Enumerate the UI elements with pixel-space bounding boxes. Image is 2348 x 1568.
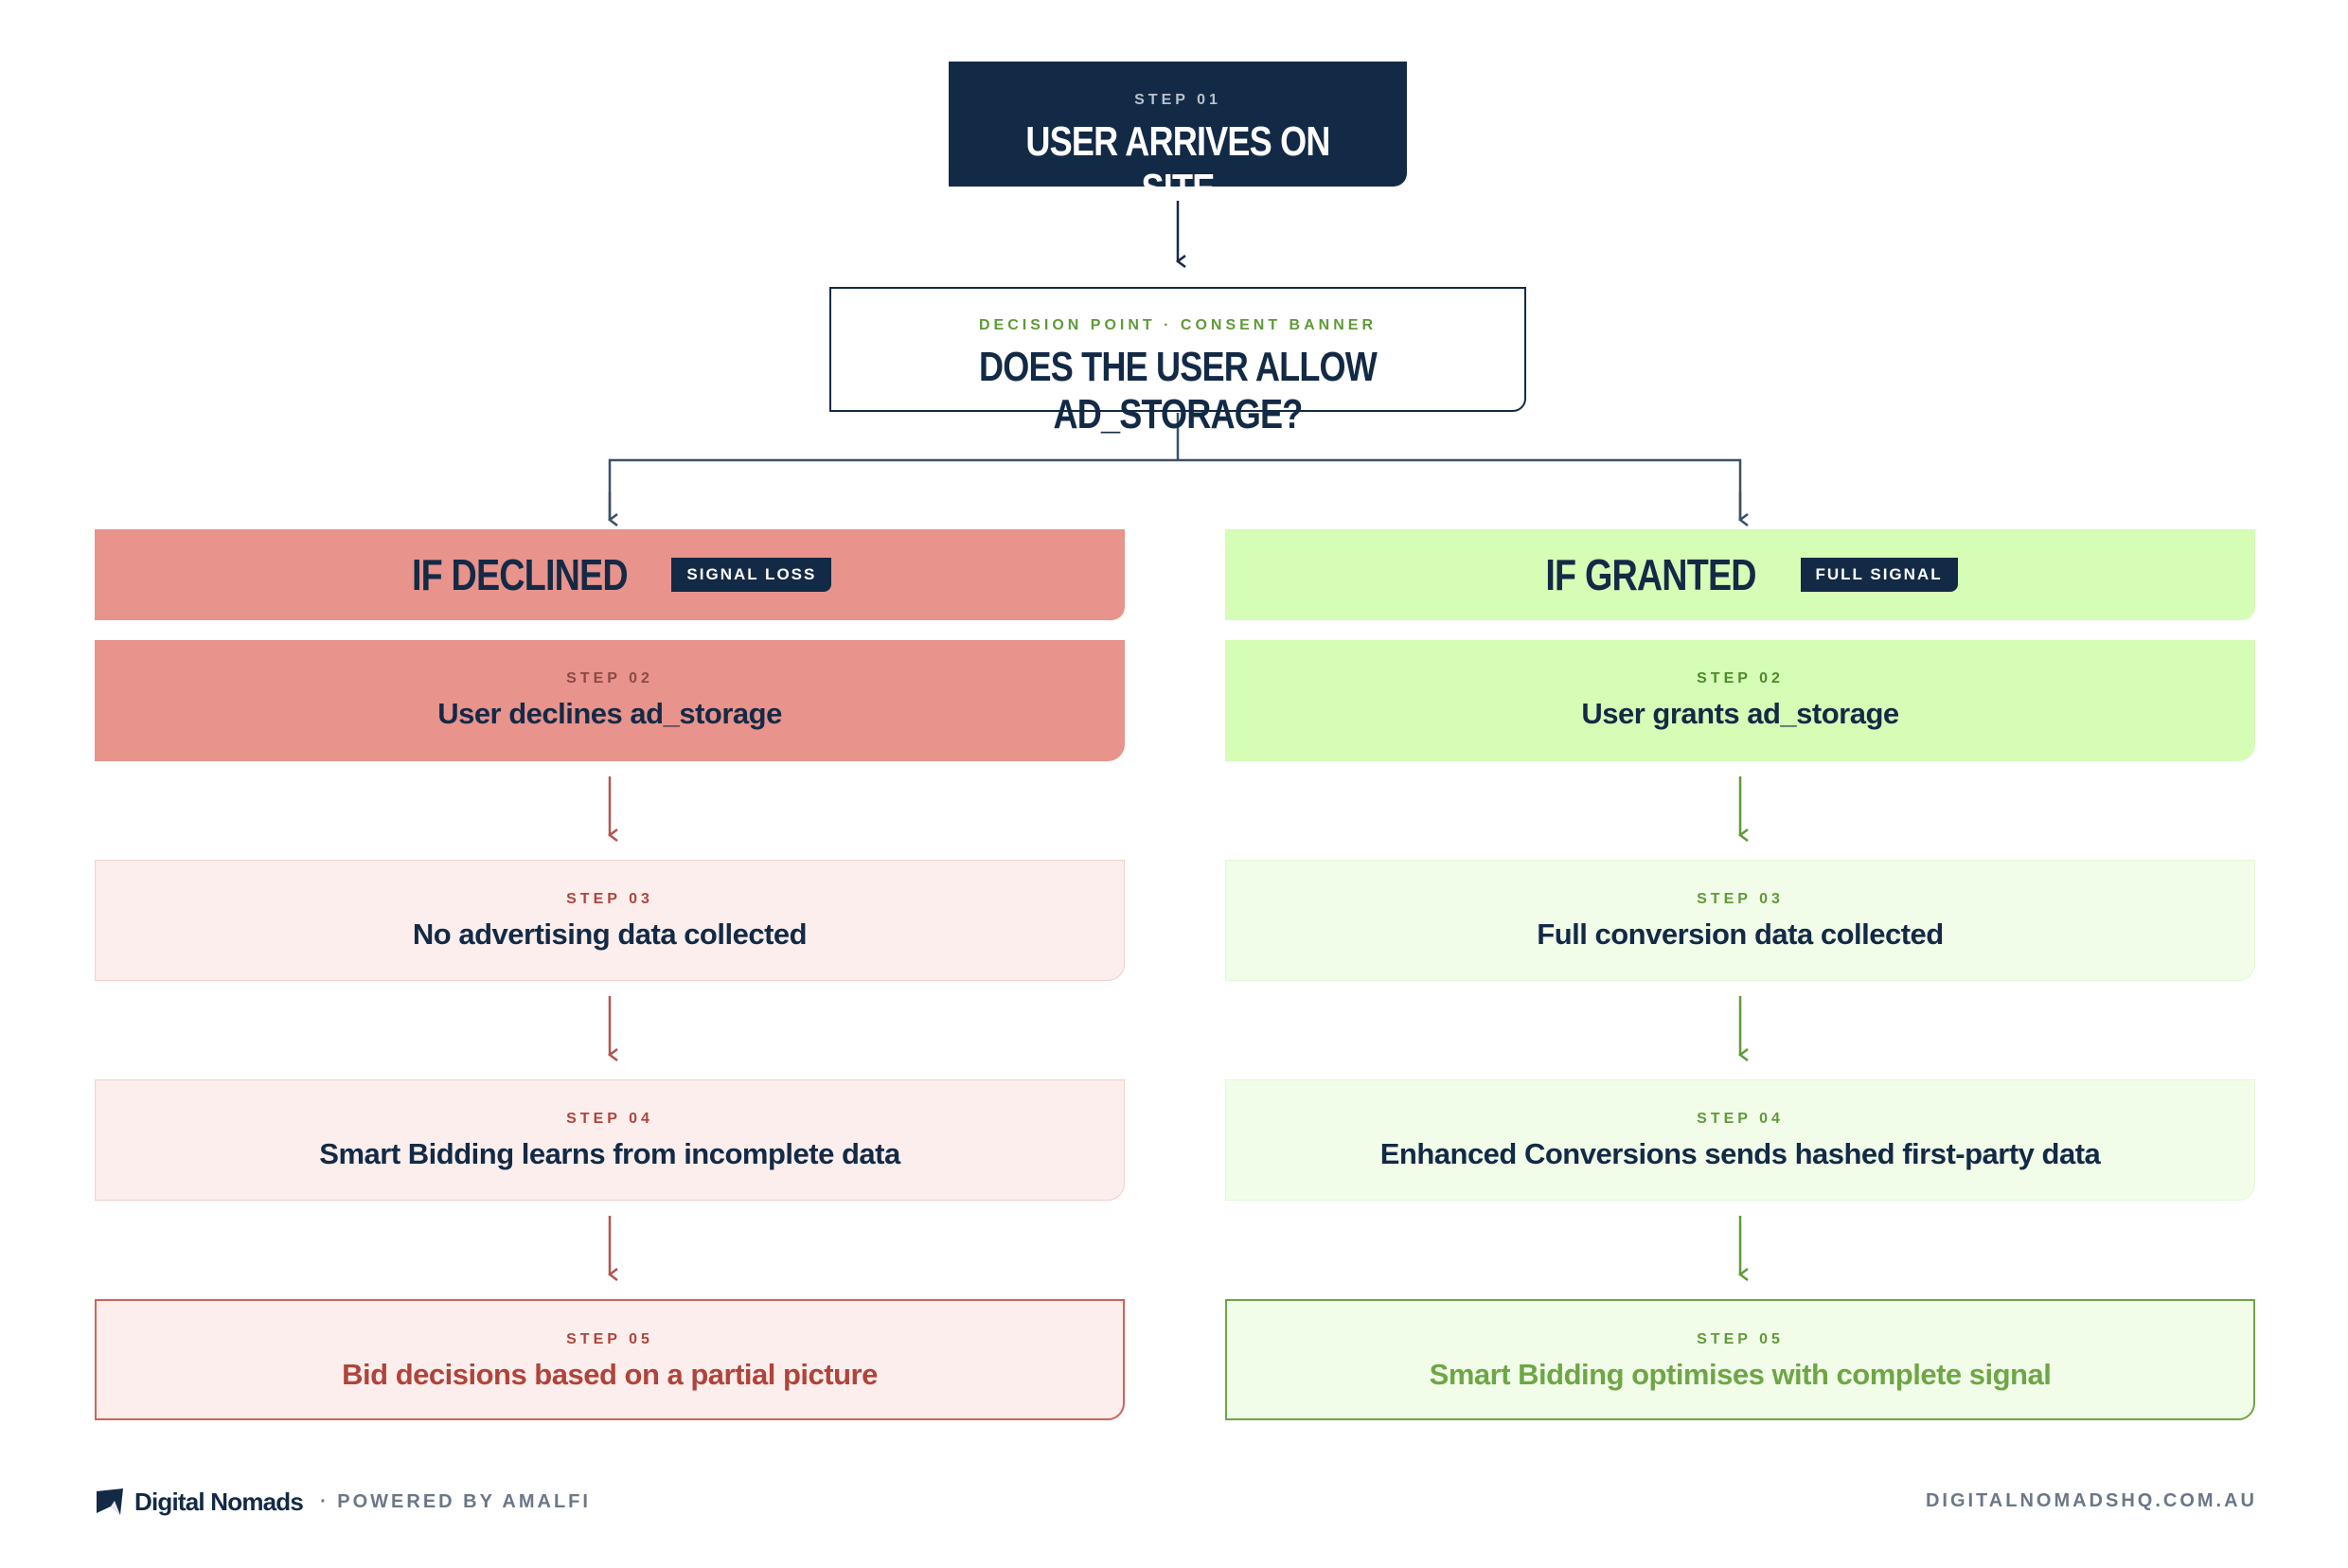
- brand-name: Digital Nomads: [134, 1487, 304, 1516]
- granted-heading: IF GRANTED: [1545, 550, 1757, 599]
- granted-step-03: STEP 03 Full conversion data collected: [1225, 860, 2255, 981]
- step-text: Full conversion data collected: [1537, 918, 1944, 951]
- full-signal-badge: FULL SIGNAL: [1800, 558, 1958, 592]
- decision-label: DECISION POINT · CONSENT BANNER: [978, 317, 1377, 333]
- step-text: User declines ad_storage: [437, 697, 782, 730]
- step-label: STEP 04: [1697, 1111, 1784, 1127]
- powered-by: · POWERED BY AMALFI: [320, 1490, 591, 1512]
- step-01-title: USER ARRIVES ON SITE: [1025, 118, 1330, 212]
- declined-step-03: STEP 03 No advertising data collected: [95, 860, 1125, 981]
- declined-step-05: STEP 05 Bid decisions based on a partial…: [95, 1299, 1125, 1420]
- decision-box: DECISION POINT · CONSENT BANNER DOES THE…: [829, 287, 1526, 437]
- signal-loss-badge: SIGNAL LOSS: [671, 558, 832, 592]
- step-text: Enhanced Conversions sends hashed first-…: [1379, 1137, 2101, 1170]
- step-text: No advertising data collected: [412, 918, 808, 951]
- granted-step-05: STEP 05 Smart Bidding optimises with com…: [1225, 1299, 2255, 1420]
- granted-step-02: STEP 02 User grants ad_storage: [1225, 640, 2255, 761]
- step-label: STEP 03: [566, 891, 653, 907]
- step-01-label: STEP 01: [1134, 92, 1221, 108]
- granted-header: IF GRANTED FULL SIGNAL: [1225, 529, 2255, 620]
- step-label: STEP 05: [1697, 1331, 1784, 1347]
- step-01-box: STEP 01 USER ARRIVES ON SITE: [949, 62, 1407, 212]
- declined-header: IF DECLINED SIGNAL LOSS: [95, 529, 1125, 620]
- declined-heading: IF DECLINED: [411, 550, 629, 599]
- step-text: Bid decisions based on a partial picture: [342, 1358, 878, 1391]
- digital-nomads-logo-icon: [97, 1488, 123, 1515]
- decision-title: DOES THE USER ALLOW AD_STORAGE?: [978, 344, 1378, 437]
- footer-brand: Digital Nomads · POWERED BY AMALFI: [95, 1485, 591, 1519]
- declined-step-04: STEP 04 Smart Bidding learns from incomp…: [95, 1079, 1125, 1201]
- site-url[interactable]: DIGITALNOMADSHQ.COM.AU: [1925, 1490, 2257, 1511]
- step-label: STEP 02: [566, 670, 653, 686]
- step-text: Smart Bidding optimises with complete si…: [1429, 1358, 2052, 1391]
- granted-step-04: STEP 04 Enhanced Conversions sends hashe…: [1225, 1079, 2255, 1201]
- step-label: STEP 05: [566, 1331, 653, 1347]
- step-text: Smart Bidding learns from incomplete dat…: [319, 1137, 900, 1170]
- step-label: STEP 02: [1697, 670, 1784, 686]
- step-text: User grants ad_storage: [1581, 697, 1899, 730]
- step-label: STEP 04: [566, 1111, 653, 1127]
- declined-step-02: STEP 02 User declines ad_storage: [95, 640, 1125, 761]
- step-label: STEP 03: [1697, 891, 1784, 907]
